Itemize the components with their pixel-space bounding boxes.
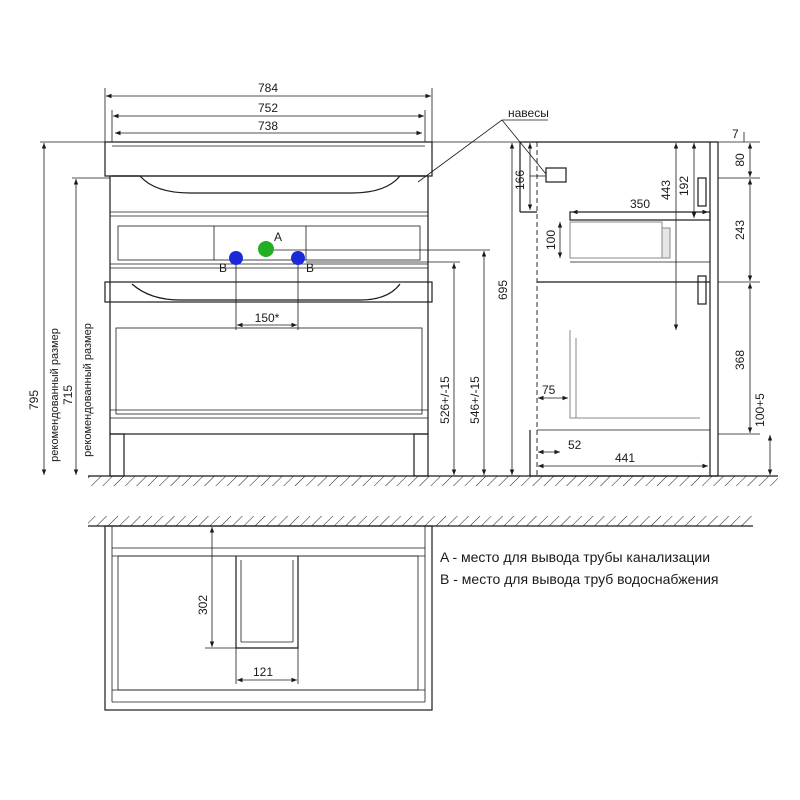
label-350: 350 xyxy=(630,197,650,211)
marker-b-left-label: B xyxy=(219,261,227,275)
label-738: 738 xyxy=(258,119,278,133)
legend: A - место для вывода трубы канализации B… xyxy=(440,549,719,587)
label-243: 243 xyxy=(733,220,747,240)
plan-view: 302 121 xyxy=(88,516,753,711)
legend-b: B - место для вывода труб водоснабжения xyxy=(440,571,719,587)
dim-height-795: 795 рекомендованный размер xyxy=(27,141,105,475)
label-752: 752 xyxy=(258,101,278,115)
hinges-label: навесы xyxy=(508,106,549,120)
label-302: 302 xyxy=(196,595,210,615)
label-121: 121 xyxy=(253,665,273,679)
dim-243: 243 xyxy=(718,179,760,283)
floor xyxy=(88,475,778,486)
dim-121: 121 xyxy=(235,648,299,684)
label-368: 368 xyxy=(733,350,747,370)
label-795: 795 xyxy=(27,390,41,410)
dim-526: 526+/-15 xyxy=(306,261,460,475)
label-100: 100 xyxy=(544,230,558,250)
dim-75: 75 xyxy=(538,383,568,401)
dim-80: 80 xyxy=(718,143,760,179)
label-80: 80 xyxy=(733,153,747,167)
marker-b-right-label: B xyxy=(306,261,314,275)
dim-192: 192 xyxy=(677,143,697,218)
front-view: 784 752 738 xyxy=(27,81,549,477)
label-52: 52 xyxy=(568,438,582,452)
water-marker-b-left xyxy=(229,251,243,265)
label-441: 441 xyxy=(615,451,635,465)
rec-label-1: рекомендованный размер xyxy=(49,328,61,462)
dim-7: 7 xyxy=(718,127,760,143)
dim-100: 100 xyxy=(544,222,563,258)
hinges-callout: навесы xyxy=(417,106,549,183)
label-784: 784 xyxy=(258,81,278,95)
label-150: 150* xyxy=(255,311,280,325)
legend-a: A - место для вывода трубы канализации xyxy=(440,549,710,565)
basin-top xyxy=(104,141,433,194)
dim-368: 368 xyxy=(718,283,760,435)
label-546: 546+/-15 xyxy=(468,376,482,424)
dim-443: 443 xyxy=(659,143,679,330)
water-marker-b-right xyxy=(291,251,305,265)
label-192: 192 xyxy=(677,176,691,196)
dim-441: 441 xyxy=(538,451,708,469)
dim-100-5: 100+5 xyxy=(753,393,773,475)
label-443: 443 xyxy=(659,180,673,200)
rec-label-2: рекомендованный размер xyxy=(82,323,94,457)
dim-350: 350 xyxy=(572,197,708,215)
dim-width-738: 738 xyxy=(115,119,422,136)
dim-width-752: 752 xyxy=(111,101,426,142)
label-695: 695 xyxy=(496,280,510,300)
label-75: 75 xyxy=(542,383,556,397)
side-view: 166 443 192 350 100 7 80 xyxy=(513,127,773,477)
label-526: 526+/-15 xyxy=(438,376,452,424)
cabinet-body xyxy=(104,175,433,477)
dim-52: 52 xyxy=(538,438,582,455)
dim-302: 302 xyxy=(196,527,236,649)
drain-marker-a xyxy=(258,241,274,257)
label-166: 166 xyxy=(513,170,527,190)
dim-width-784: 784 xyxy=(104,81,433,142)
dim-546: 546+/-15 xyxy=(274,249,490,475)
dim-695: 695 xyxy=(432,141,520,475)
label-715: 715 xyxy=(61,385,75,405)
label-100-5: 100+5 xyxy=(753,393,767,427)
dim-166: 166 xyxy=(513,143,533,210)
dim-height-715: 715 рекомендованный размер xyxy=(61,177,110,475)
label-7: 7 xyxy=(732,127,739,141)
marker-a-label: A xyxy=(274,230,282,244)
pipe-markers: A B B 150* xyxy=(219,230,314,330)
